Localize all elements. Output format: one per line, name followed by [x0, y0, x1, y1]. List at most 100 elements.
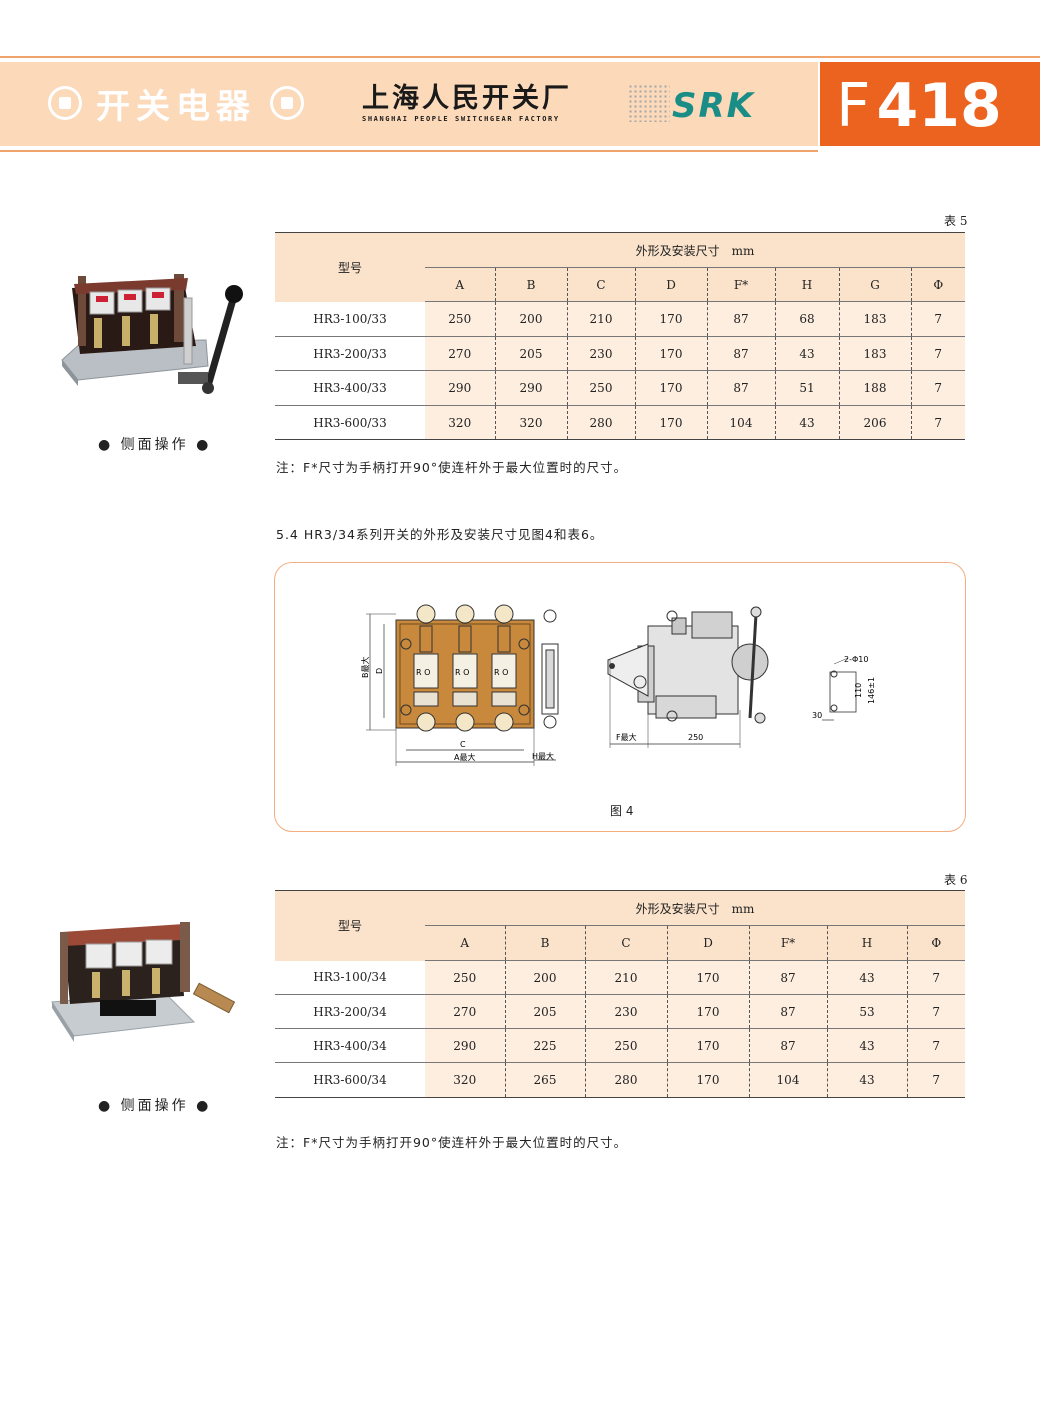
column-header: F*: [748, 925, 827, 961]
dim-label: 30: [812, 711, 822, 720]
table-row: HR3-100/34 250 200 210 170 87 43 7: [275, 960, 965, 995]
value-cell: 87: [748, 960, 827, 995]
category-label: 开关电器: [96, 86, 256, 127]
table-row: HR3-600/34 320 265 280 170 104 43 7: [275, 1062, 965, 1098]
fuse-label: R O: [455, 668, 469, 677]
header-band: [0, 62, 818, 146]
column-header: G: [838, 267, 911, 302]
value-cell: 183: [838, 336, 911, 371]
factory-name-cn: 上海人民开关厂: [362, 83, 572, 114]
value-cell: 104: [706, 405, 775, 440]
switch-photo-33: [61, 274, 243, 394]
value-cell: 7: [910, 405, 965, 440]
dim-label: 2-Φ10: [844, 655, 868, 664]
value-cell: 250: [425, 301, 495, 337]
value-cell: 7: [906, 1062, 965, 1098]
table-row: HR3-400/34 290 225 250 170 87 43 7: [275, 1028, 965, 1063]
column-header: H: [774, 267, 839, 302]
factory-name-en: SHANGHAI PEOPLE SWITCHGEAR FACTORY: [362, 115, 560, 123]
value-cell: 170: [666, 1028, 749, 1063]
dim-label: 110: [854, 683, 863, 698]
column-header: B: [504, 925, 585, 961]
table-row: HR3-400/33 290 290 250 170 87 51 188 7: [275, 370, 965, 406]
model-cell: HR3-600/34: [275, 1062, 425, 1098]
model-header: 型号: [275, 232, 425, 302]
mounting-hole-view: 2-Φ10 110 146±1 30: [812, 655, 876, 721]
value-cell: 7: [906, 960, 965, 995]
value-cell: 200: [494, 301, 567, 337]
dim-label: D: [375, 668, 384, 674]
figure-4-drawing: R O R O R O B最大 D C A最大 H最大: [360, 604, 876, 766]
value-cell: 188: [838, 370, 911, 406]
model-cell: HR3-200/34: [275, 994, 425, 1029]
value-cell: 170: [634, 370, 707, 406]
value-cell: 53: [826, 994, 907, 1029]
dim-label: C: [460, 740, 466, 749]
value-cell: 7: [906, 994, 965, 1029]
value-cell: 170: [634, 336, 707, 371]
model-cell: HR3-100/34: [275, 960, 425, 995]
table-row: HR3-200/33 270 205 230 170 87 43 183 7: [275, 336, 965, 371]
model-cell: HR3-400/33: [275, 370, 425, 406]
model-cell: HR3-600/33: [275, 405, 425, 440]
column-header: B: [494, 267, 567, 302]
value-cell: 170: [666, 994, 749, 1029]
value-cell: 43: [826, 1062, 907, 1098]
side-view: F最大 250: [607, 606, 769, 748]
value-cell: 170: [666, 960, 749, 995]
value-cell: 51: [774, 370, 839, 406]
table5: 型号 外形及安装尺寸 mm A B C D F* H G Φ HR3-100/3…: [275, 232, 965, 440]
value-cell: 200: [504, 960, 585, 995]
value-cell: 205: [494, 336, 567, 371]
value-cell: 170: [666, 1062, 749, 1098]
table6-label: 表 6: [944, 873, 968, 887]
figure-caption: 图 4: [610, 804, 634, 818]
value-cell: 87: [706, 370, 775, 406]
value-cell: 183: [838, 301, 911, 337]
dim-label: H最大: [532, 751, 554, 761]
value-cell: 7: [910, 301, 965, 337]
page-number-block: [820, 62, 1040, 146]
value-cell: 206: [838, 405, 911, 440]
bullet-square-icon: [48, 86, 82, 120]
dim-label: 146±1: [867, 677, 876, 704]
value-cell: 104: [748, 1062, 827, 1098]
value-cell: 280: [584, 1062, 667, 1098]
column-header: A: [425, 925, 505, 961]
category-title: 开关电器: [48, 80, 304, 127]
header-bottom-rule: [0, 150, 818, 152]
value-cell: 250: [584, 1028, 667, 1063]
dim-label: F最大: [616, 732, 637, 742]
page-prefix: F: [836, 71, 871, 141]
page-number-value: 418: [876, 71, 1002, 141]
brand-logo: SRK: [672, 86, 756, 126]
value-cell: 7: [910, 336, 965, 371]
value-cell: 265: [504, 1062, 585, 1098]
value-cell: 43: [826, 960, 907, 995]
value-cell: 7: [906, 1028, 965, 1063]
value-cell: 290: [425, 1028, 505, 1063]
value-cell: 210: [566, 301, 635, 337]
factory-logo: 上海人民开关厂 SHANGHAI PEOPLE SWITCHGEAR FACTO…: [362, 83, 572, 124]
column-header: C: [584, 925, 667, 961]
figure-frame: [274, 562, 966, 832]
value-cell: 210: [584, 960, 667, 995]
value-cell: 280: [566, 405, 635, 440]
value-cell: 270: [425, 336, 495, 371]
bullet-square-icon: [270, 86, 304, 120]
column-header: Φ: [906, 925, 965, 961]
column-header: D: [666, 925, 749, 961]
value-cell: 7: [910, 370, 965, 406]
dim-label: A最大: [454, 752, 475, 762]
switch-photo-34: [51, 922, 236, 1042]
column-header: A: [425, 267, 495, 302]
value-cell: 270: [425, 994, 505, 1029]
fuse-label: R O: [494, 668, 508, 677]
section-heading: 5.4 HR3/34系列开关的外形及安装尺寸见图4和表6。: [276, 527, 604, 542]
value-cell: 290: [425, 370, 495, 406]
value-cell: 43: [774, 336, 839, 371]
fuse-label: R O: [416, 668, 430, 677]
value-cell: 230: [584, 994, 667, 1029]
column-header: H: [826, 925, 907, 961]
